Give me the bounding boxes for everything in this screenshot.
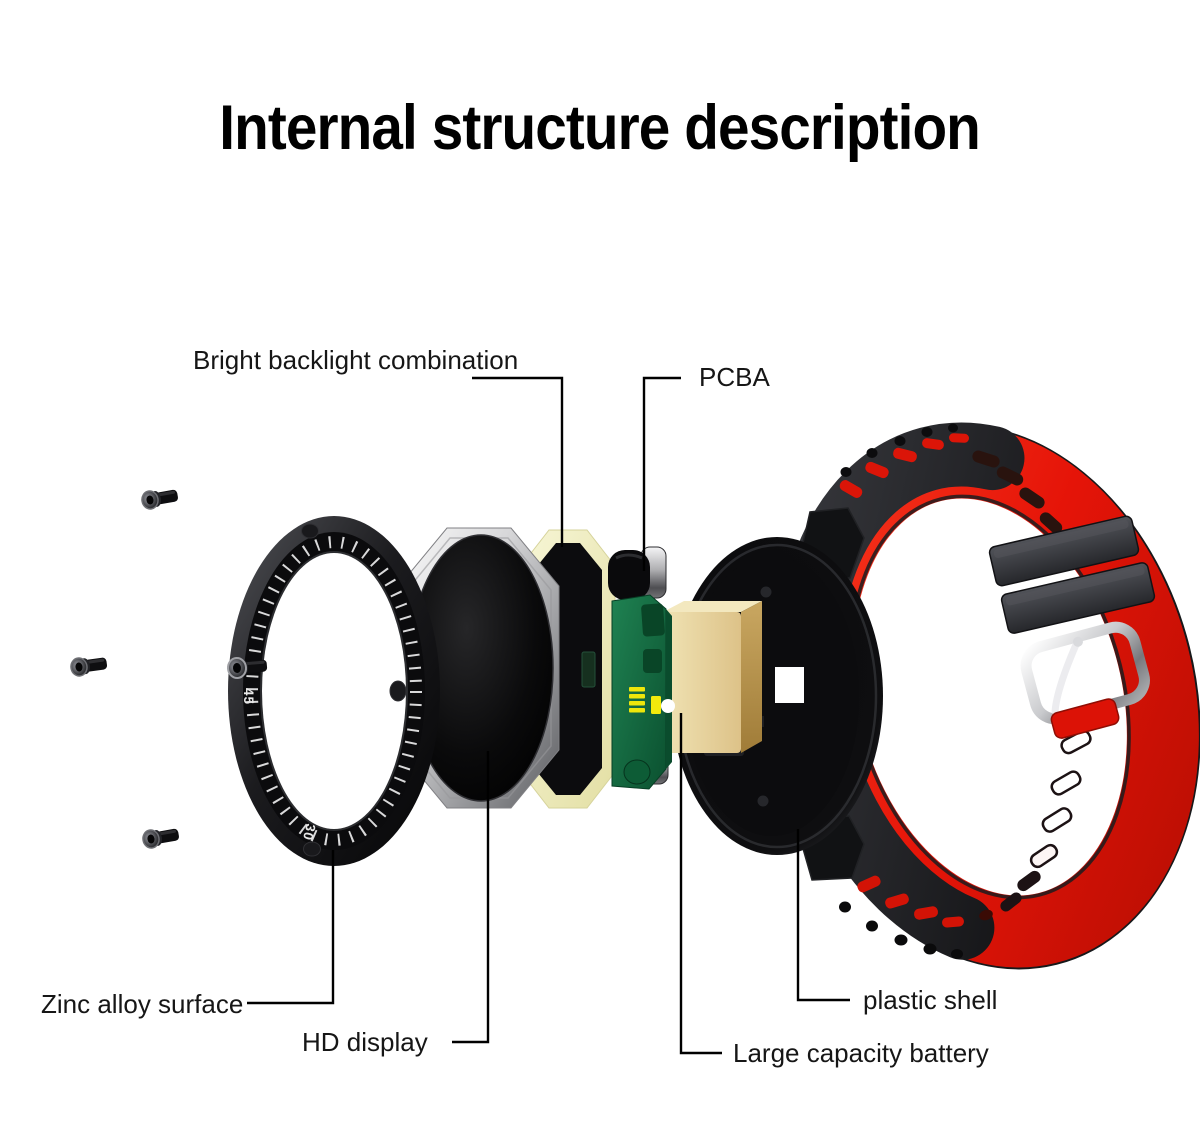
bezel-screw-hole-right bbox=[389, 680, 407, 702]
backlight-slot bbox=[581, 651, 596, 688]
band-vent-slots-top bbox=[839, 423, 969, 498]
label-pcba: PCBA bbox=[699, 362, 770, 392]
label-zinc: Zinc alloy surface bbox=[41, 989, 243, 1019]
bezel-number-30: 30 bbox=[300, 822, 318, 842]
bezel-screw-hole-bottom bbox=[303, 841, 321, 857]
leader-shell bbox=[796, 829, 850, 1002]
label-backlight: Bright backlight combination bbox=[193, 345, 518, 375]
band-vent-slots-bottom bbox=[839, 875, 964, 959]
battery-top-face bbox=[663, 601, 762, 612]
battery-side-face bbox=[741, 601, 762, 753]
battery-front-face bbox=[663, 612, 741, 753]
page-title: Internal structure description bbox=[219, 93, 982, 163]
leader-zinc bbox=[247, 850, 335, 1005]
shell-square-hole bbox=[775, 667, 804, 703]
battery bbox=[663, 601, 762, 753]
bezel-screw-hole-top bbox=[301, 523, 319, 539]
buckle-red-loop bbox=[1050, 698, 1120, 739]
pcb-motor bbox=[608, 550, 650, 600]
pcba bbox=[608, 546, 675, 790]
band-slots-red-top bbox=[972, 450, 1063, 534]
leader-backlight bbox=[472, 376, 564, 547]
label-shell: plastic shell bbox=[863, 985, 997, 1015]
band-keeper-2 bbox=[1000, 562, 1156, 634]
leader-pcba bbox=[642, 376, 681, 571]
zinc-alloy-bezel: 45 30 bbox=[228, 516, 440, 866]
screw-3 bbox=[142, 828, 179, 849]
pcb-gold-contacts bbox=[629, 687, 661, 714]
band-keeper-1 bbox=[988, 515, 1140, 587]
label-battery: Large capacity battery bbox=[733, 1038, 989, 1068]
screw-2 bbox=[70, 657, 108, 677]
bezel-hole bbox=[262, 553, 406, 829]
screw-1 bbox=[141, 489, 178, 510]
band-buckle-holes bbox=[979, 729, 1092, 921]
leader-display bbox=[452, 751, 490, 1044]
bezel-tick-marks bbox=[246, 536, 422, 846]
title-wrap: Internal structure description bbox=[0, 92, 1200, 164]
band-buckle bbox=[1020, 621, 1150, 739]
label-display: HD display bbox=[302, 1027, 428, 1057]
bezel-number-45: 45 bbox=[241, 688, 256, 705]
display-screen bbox=[409, 535, 553, 801]
buckle-prong bbox=[1051, 637, 1082, 715]
pcb-green-cylinder bbox=[623, 759, 651, 785]
leader-battery bbox=[679, 713, 722, 1055]
screw-4 bbox=[226, 657, 268, 679]
